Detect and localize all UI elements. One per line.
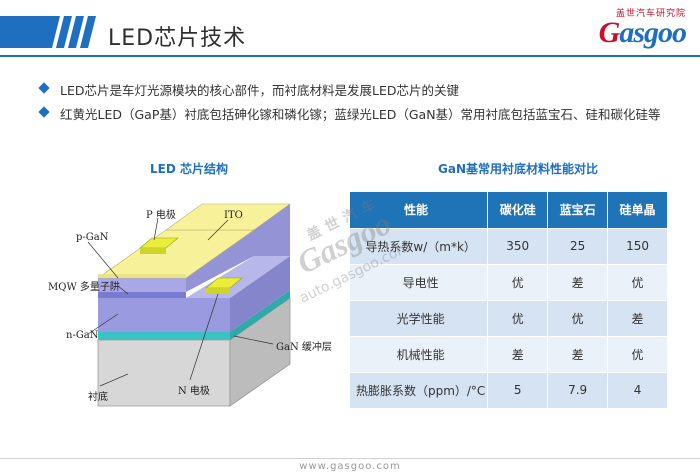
table-header-cell: 碳化硅 xyxy=(487,192,549,228)
header-divider xyxy=(0,55,700,57)
table-cell: 优 xyxy=(487,299,549,336)
n-gan-front xyxy=(98,298,230,332)
table-cell: 差 xyxy=(547,263,609,300)
diagram-title: LED 芯片结构 xyxy=(150,162,228,176)
buffer-side xyxy=(230,290,290,340)
table-cell: 差 xyxy=(607,299,668,336)
footer-url: www.gasgoo.com xyxy=(299,461,401,472)
n-gan-side xyxy=(230,256,290,332)
table-cell: 优 xyxy=(607,335,668,372)
page-title: LED芯片技术 xyxy=(108,26,247,51)
table-cell: 25 xyxy=(547,227,609,264)
label-ito: ITO xyxy=(224,210,243,221)
buffer-front xyxy=(98,332,230,340)
bullet-item: 红黄光LED（GaP基）衬底包括砷化镓和磷化镓；蓝绿光LED（GaN基）常用衬底… xyxy=(38,104,680,128)
table-cell: 7.9 xyxy=(547,371,609,408)
substrate-front xyxy=(97,339,231,407)
p-gan-side xyxy=(186,230,254,292)
ito-front xyxy=(98,274,186,278)
label-buffer: GaN 缓冲层 xyxy=(276,342,332,353)
table-cell: 优 xyxy=(547,299,609,336)
p-electrode-front xyxy=(140,248,166,254)
p-gan-back-side xyxy=(254,204,290,256)
label-n-electrode: N 电极 xyxy=(178,386,210,397)
bullet-item: LED芯片是车灯光源模块的核心部件，而衬底材料是发展LED芯片的关键 xyxy=(38,80,680,104)
table-cell: 350 xyxy=(487,227,549,264)
substrate-comparison-table: 性能 碳化硅 蓝宝石 硅单晶 导热系数w/（m*k） 350 25 150 导电… xyxy=(350,192,668,408)
table-row: 热膨胀系数（ppm）/°C 5 7.9 4 xyxy=(350,371,668,408)
table-cell: 5 xyxy=(487,371,549,408)
n-electrode-front xyxy=(206,288,230,294)
table-cell: 4 xyxy=(607,371,668,408)
logo-en-text: Gasgoo xyxy=(598,16,687,49)
header-stripes-decoration xyxy=(0,16,96,48)
label-p-electrode: P 电极 xyxy=(146,210,176,221)
table-row: 导电性 优 差 优 xyxy=(350,263,668,300)
table-cell: 差 xyxy=(487,335,549,372)
table-cell: 光学性能 xyxy=(350,299,489,336)
table-cell: 差 xyxy=(547,335,609,372)
table-cell: 导电性 xyxy=(350,263,489,300)
footer-divider xyxy=(0,458,700,459)
label-p-gan: p-GaN xyxy=(76,232,109,243)
table-row: 导热系数w/（m*k） 350 25 150 xyxy=(350,227,668,264)
diamond-bullet-icon xyxy=(38,106,50,118)
led-chip-structure-svg xyxy=(87,203,291,407)
bullet-text: 红黄光LED（GaP基）衬底包括砷化镓和磷化镓；蓝绿光LED（GaN基）常用衬底… xyxy=(60,107,661,122)
table-row: 机械性能 差 差 优 xyxy=(350,335,668,372)
table-cell: 150 xyxy=(607,227,668,264)
table-header-row: 性能 碳化硅 蓝宝石 硅单晶 xyxy=(350,192,668,228)
table-cell: 导热系数w/（m*k） xyxy=(350,227,489,264)
label-n-gan: n-GaN xyxy=(66,330,99,341)
label-substrate: 衬底 xyxy=(88,392,108,403)
table-cell: 优 xyxy=(487,263,549,300)
table-header-cell: 蓝宝石 xyxy=(547,192,609,228)
table-cell: 热膨胀系数（ppm）/°C xyxy=(350,371,489,408)
diamond-bullet-icon xyxy=(38,82,50,94)
led-chip-diagram: P 电极 ITO p-GaN MQW 多量子阱 n-GaN GaN 缓冲层 N … xyxy=(48,190,358,418)
table-header-cell: 硅单晶 xyxy=(607,192,668,228)
table-header-cell: 性能 xyxy=(350,192,489,228)
gasgoo-logo: 盖世汽车研究院 Gasgoo xyxy=(556,6,692,50)
table-title: GaN基常用衬底材料性能对比 xyxy=(438,162,598,176)
label-mqw: MQW 多量子阱 xyxy=(48,282,120,293)
bullet-list: LED芯片是车灯光源模块的核心部件，而衬底材料是发展LED芯片的关键 红黄光LE… xyxy=(38,80,680,128)
mqw-front xyxy=(98,292,186,298)
logo-cn-text: 盖世汽车研究院 xyxy=(615,9,686,19)
bullet-text: LED芯片是车灯光源模块的核心部件，而衬底材料是发展LED芯片的关键 xyxy=(60,83,459,98)
table-cell: 机械性能 xyxy=(350,335,489,372)
slide-header: LED芯片技术 盖世汽车研究院 Gasgoo xyxy=(0,0,700,66)
p-gan-front xyxy=(98,278,186,292)
table-cell: 优 xyxy=(607,263,668,300)
table-row: 光学性能 优 优 差 xyxy=(350,299,668,336)
